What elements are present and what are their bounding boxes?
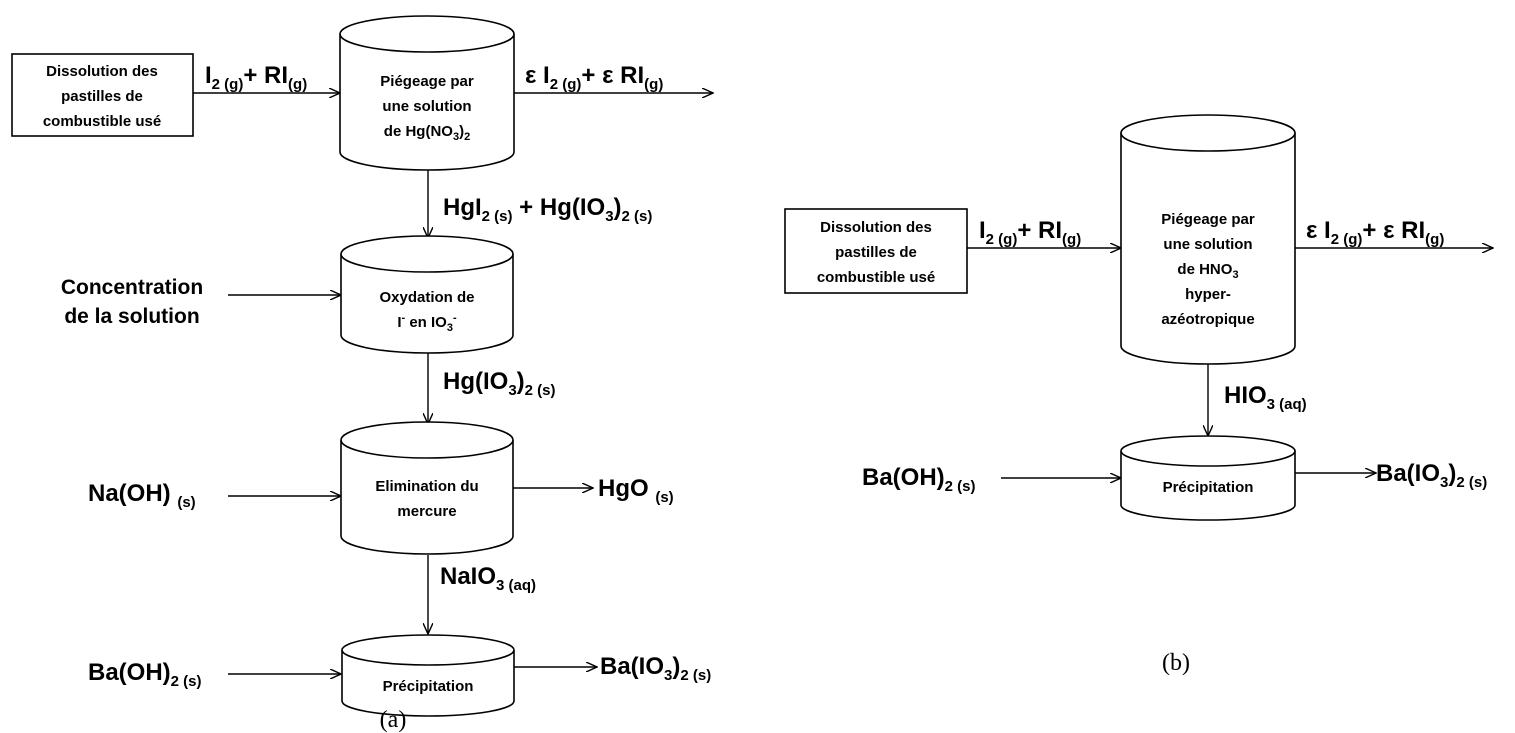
dissolution-line-3-b: combustible usé	[817, 269, 935, 286]
trap-cylinder-a: Piégeage par une solution de Hg(NO3)2	[339, 15, 515, 171]
label-flow-2-a: Hg(IO3)2 (s)	[443, 368, 556, 399]
trap-line-3-b: de HNO3	[1177, 261, 1238, 281]
dissolution-line-1-b: Dissolution des	[820, 219, 932, 236]
trap-line-4-b: hyper-	[1185, 286, 1231, 303]
label-flow-1-a: HgI2 (s) + Hg(IO3)2 (s)	[443, 194, 652, 225]
trap-line-3: de Hg(NO3)2	[384, 123, 470, 143]
elimination-line-2: mercure	[397, 503, 456, 520]
label-flow-1-b: HIO3 (aq)	[1224, 382, 1307, 413]
trap-cylinder-b: Piégeage par une solution de HNO3 hyper-…	[1120, 114, 1296, 365]
caption-b: (b)	[1162, 650, 1190, 676]
precipitation-cylinder-b: Précipitation	[1120, 435, 1296, 521]
precipitation-label-a: Précipitation	[383, 678, 474, 695]
concentration-line-2: de la solution	[64, 305, 199, 328]
oxidation-cylinder-a: Oxydation de I- en IO3-	[340, 235, 514, 354]
diagram-b: Dissolution des pastilles de combustible…	[784, 114, 1493, 676]
label-output-gas-a: ε I2 (g)+ ε RI(g)	[525, 62, 663, 93]
caption-a: (a)	[380, 707, 407, 733]
label-baoh-b: Ba(OH)2 (s)	[862, 464, 976, 495]
label-input-gas-a: I2 (g)+ RI(g)	[205, 62, 307, 93]
oxidation-line-1: Oxydation de	[379, 289, 474, 306]
trap-line-5-b: azéotropique	[1161, 311, 1254, 328]
oxidation-line-2: I- en IO3-	[397, 312, 457, 334]
trap-line-2: une solution	[382, 98, 471, 115]
elimination-cylinder-a: Elimination du mercure	[340, 421, 514, 555]
dissolution-box-a: Dissolution des pastilles de combustible…	[11, 53, 194, 137]
label-input-gas-b: I2 (g)+ RI(g)	[979, 217, 1081, 248]
label-naoh-a: Na(OH) (s)	[88, 480, 196, 511]
dissolution-line-2-b: pastilles de	[835, 244, 917, 261]
label-product-a: Ba(IO3)2 (s)	[600, 653, 711, 684]
diagram-a: Dissolution des pastilles de combustible…	[11, 15, 713, 733]
label-output-gas-b: ε I2 (g)+ ε RI(g)	[1306, 217, 1444, 248]
dissolution-line-1: Dissolution des	[46, 63, 158, 80]
label-product-b: Ba(IO3)2 (s)	[1376, 460, 1487, 491]
label-hgo-a: HgO (s)	[598, 475, 674, 506]
label-baoh-a: Ba(OH)2 (s)	[88, 659, 202, 690]
trap-line-1: Piégeage par	[380, 73, 474, 90]
concentration-line-1: Concentration	[61, 276, 203, 299]
precipitation-cylinder-a: Précipitation	[341, 634, 515, 717]
precipitation-label-b: Précipitation	[1163, 479, 1254, 496]
dissolution-box-b: Dissolution des pastilles de combustible…	[784, 208, 968, 294]
elimination-line-1: Elimination du	[375, 478, 478, 495]
dissolution-line-2: pastilles de	[61, 88, 143, 105]
trap-line-1-b: Piégeage par	[1161, 211, 1255, 228]
trap-line-2-b: une solution	[1163, 236, 1252, 253]
dissolution-line-3: combustible usé	[43, 113, 161, 130]
label-flow-3-a: NaIO3 (aq)	[440, 563, 536, 594]
